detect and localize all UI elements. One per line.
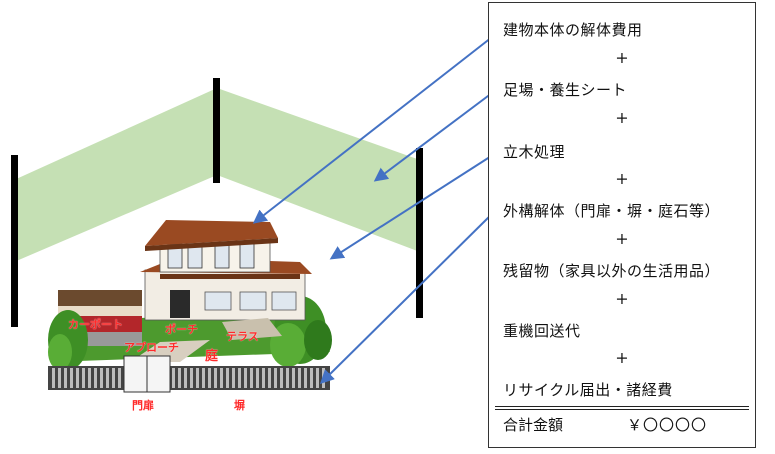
fence-slat <box>178 368 181 388</box>
fence-slat <box>268 368 271 388</box>
fence-slat <box>232 368 235 388</box>
plus-sign: + <box>615 348 629 367</box>
plus-sign: + <box>615 108 629 127</box>
cost-item-trees: 立木処理 <box>503 143 566 161</box>
stone-fence <box>48 366 330 390</box>
fence-slat <box>88 368 91 388</box>
fence-slat <box>82 368 85 388</box>
plus-sign: + <box>615 48 629 67</box>
fence-slat <box>100 368 103 388</box>
fence-slat <box>64 368 67 388</box>
fence-slat <box>250 368 253 388</box>
fence-slat <box>310 368 313 388</box>
fence-slat <box>190 368 193 388</box>
house-illustration <box>48 220 332 393</box>
cost-item-exterior: 外構解体（門扉・塀・庭石等） <box>503 202 721 220</box>
fence-slat <box>274 368 277 388</box>
fence-slat <box>214 368 217 388</box>
fence-slat <box>280 368 283 388</box>
total-rule-top <box>495 406 749 407</box>
scaffold-pole-left <box>11 155 18 327</box>
fence-slat <box>208 368 211 388</box>
fence-slat <box>322 368 325 388</box>
fence-slat <box>58 368 61 388</box>
fence-slat <box>244 368 247 388</box>
label-porch: ポーチ <box>165 323 198 336</box>
fence-slat <box>292 368 295 388</box>
fence-slat <box>184 368 187 388</box>
scaffold-pole-center <box>213 78 220 183</box>
fence-slat <box>256 368 259 388</box>
fence-slat <box>226 368 229 388</box>
label-fence: 塀 <box>234 399 245 412</box>
tree-left <box>48 310 88 370</box>
fence-slat <box>70 368 73 388</box>
fence-slat <box>94 368 97 388</box>
cost-breakdown-box: 建物本体の解体費用 + 足場・養生シート + 立木処理 + 外構解体（門扉・塀・… <box>488 2 756 448</box>
arrow-trees <box>329 152 497 260</box>
fence-slat <box>298 368 301 388</box>
gate <box>123 355 171 393</box>
cost-item-recycling: リサイクル届出・諸経費 <box>503 381 673 399</box>
total-rule-bottom <box>495 409 749 410</box>
fence-slat <box>286 368 289 388</box>
arrow-scaffold <box>373 89 497 182</box>
label-carport: カーポート <box>68 318 123 331</box>
total-value: ￥〇〇〇〇 <box>627 416 708 434</box>
fence-slat <box>52 368 55 388</box>
fence-slat <box>118 368 121 388</box>
fence-slat <box>76 368 79 388</box>
label-terrace: テラス <box>226 330 259 343</box>
cost-item-machinery: 重機回送代 <box>503 322 581 340</box>
fence-slat <box>172 368 175 388</box>
plus-sign: + <box>615 169 629 188</box>
fence-slat <box>262 368 265 388</box>
upper-roof <box>145 220 278 246</box>
scaffold-pole-right <box>416 148 423 318</box>
fence-slat <box>238 368 241 388</box>
cost-item-residual: 残留物（家具以外の生活用品） <box>503 262 721 280</box>
label-garden: 庭 <box>205 349 219 364</box>
cost-item-building: 建物本体の解体費用 <box>503 21 643 39</box>
total-label: 合計金額 <box>503 416 564 434</box>
fence-slat <box>304 368 307 388</box>
fence-slat <box>196 368 199 388</box>
fence-slat <box>202 368 205 388</box>
label-approach: アプローチ <box>124 341 179 354</box>
cost-item-scaffold: 足場・養生シート <box>503 81 628 99</box>
terrace-deck <box>222 318 282 340</box>
arrow-building <box>252 33 497 224</box>
plus-sign: + <box>615 229 629 248</box>
label-gate: 門扉 <box>132 399 154 412</box>
fence-slat <box>316 368 319 388</box>
fence-slat <box>112 368 115 388</box>
fence-slat <box>220 368 223 388</box>
arrow-exterior <box>320 209 497 384</box>
plus-sign: + <box>615 289 629 308</box>
fence-slat <box>106 368 109 388</box>
